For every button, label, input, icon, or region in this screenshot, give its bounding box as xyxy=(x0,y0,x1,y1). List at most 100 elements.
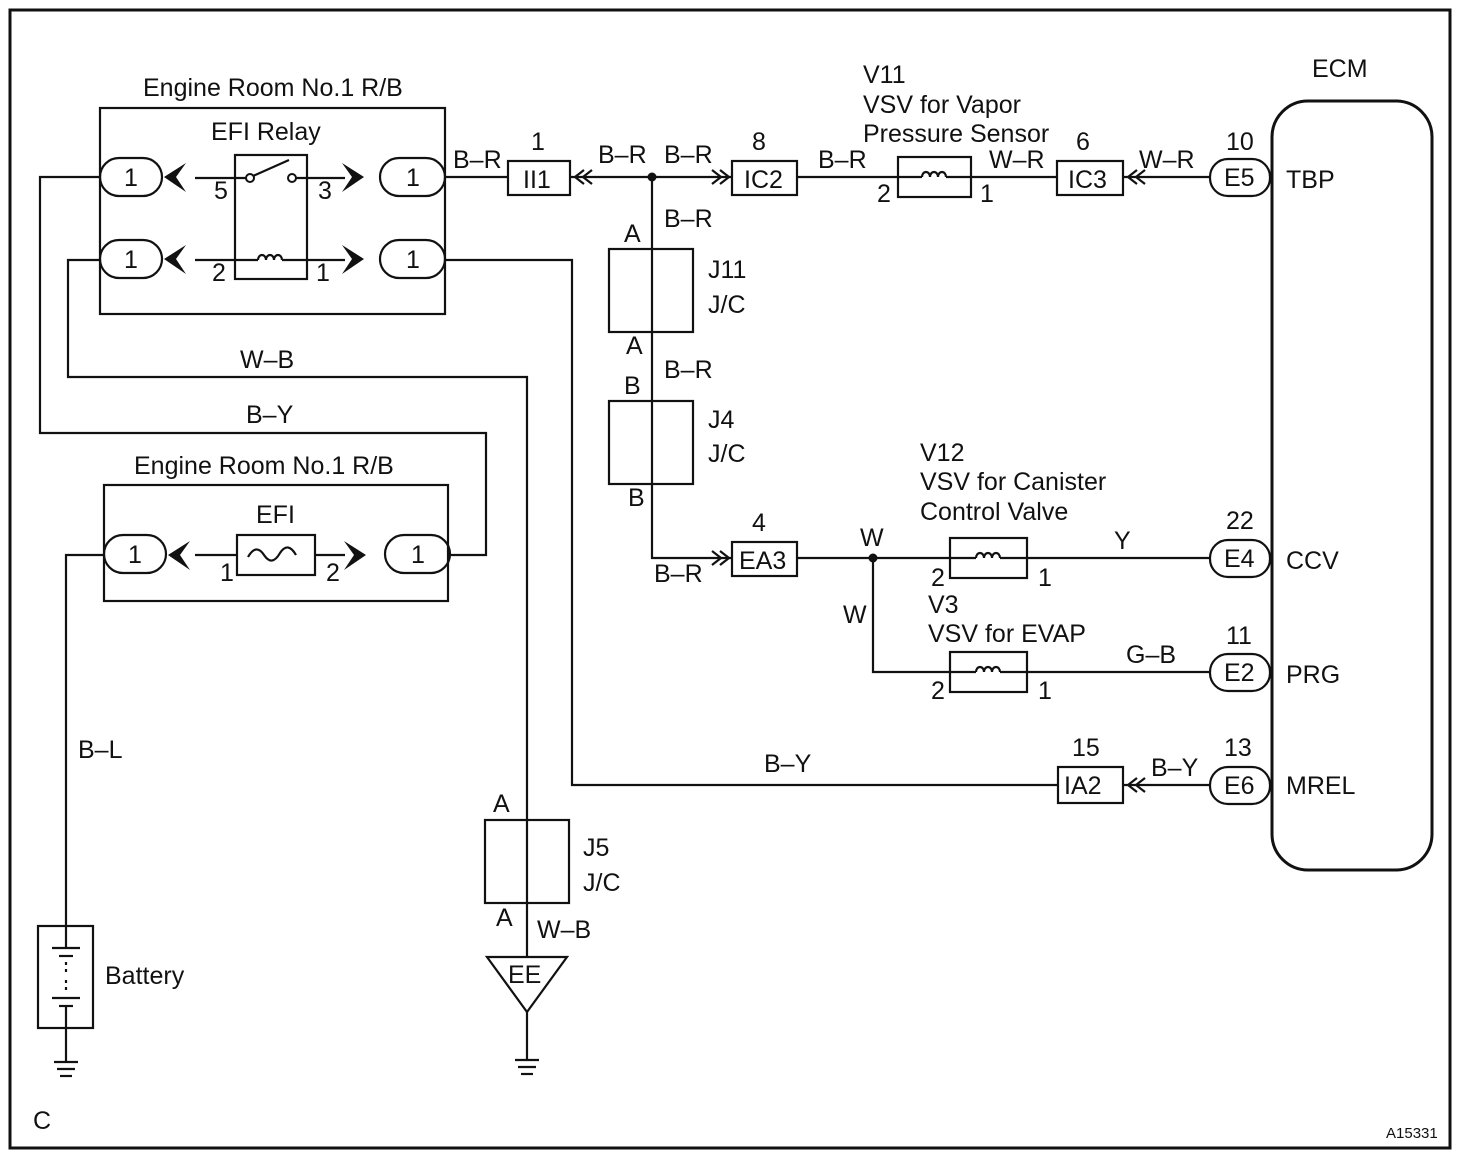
connector-ic2: 8 IC2 xyxy=(711,128,799,197)
ecm-terminal-code: E4 xyxy=(1224,545,1255,573)
rb-connector-number: 1 xyxy=(124,164,138,192)
ecm-signal: CCV xyxy=(1286,547,1339,575)
rb-connector-number: 1 xyxy=(124,246,138,274)
connector-pin: 4 xyxy=(752,509,766,537)
rb-connector-number: 1 xyxy=(406,164,420,192)
junction-pin: A xyxy=(496,904,513,932)
vsv-name: Control Valve xyxy=(920,498,1068,526)
ecm-pin: 22 xyxy=(1226,507,1254,535)
connector-ii1: 1 II1 xyxy=(506,128,593,197)
vsv-id: V11 xyxy=(863,61,906,89)
junction-dot xyxy=(868,553,878,563)
rb-connector-number: 1 xyxy=(128,541,142,569)
vsv-v12: V12 VSV for Canister Control Valve 2 1 xyxy=(920,439,1106,592)
wire-label: W–R xyxy=(989,146,1045,174)
ecm-pin: 11 xyxy=(1226,622,1252,650)
wire-label: W xyxy=(843,601,867,629)
ecm-signal: PRG xyxy=(1286,661,1340,689)
wire-label: B–R xyxy=(664,205,713,233)
wire-label: B–R xyxy=(664,356,713,384)
connector-label: IA2 xyxy=(1064,772,1102,800)
connector-label: IC3 xyxy=(1068,166,1107,194)
ground-icon xyxy=(54,1060,78,1078)
efi-relay xyxy=(233,153,309,281)
ee-ground-point: EE xyxy=(484,955,570,1014)
vsv-pin: 1 xyxy=(980,180,994,208)
junction-pin: A xyxy=(626,332,643,360)
wire-label: B–R xyxy=(664,141,713,169)
rb-connector-bl: 1 xyxy=(98,238,186,280)
relay-pin-5: 5 xyxy=(214,177,228,205)
junction-type: J/C xyxy=(708,291,746,319)
junction-j5: A A J5 J/C xyxy=(483,790,621,932)
relay-pin-2: 2 xyxy=(212,259,226,287)
relay-coil-icon xyxy=(195,253,345,262)
vsv-v3: V3 VSV for EVAP 2 1 xyxy=(928,591,1086,705)
wire-label: Y xyxy=(1114,527,1131,555)
rb-connector-number: 1 xyxy=(411,541,425,569)
rb-bottom-connector-left: 1 xyxy=(102,533,190,575)
figure-code: A15331 xyxy=(1386,1125,1438,1142)
connector-ic3: 6 IC3 xyxy=(1055,128,1146,197)
solenoid-coil-icon xyxy=(950,551,1027,560)
junction-type: J/C xyxy=(583,869,621,897)
battery-label: Battery xyxy=(105,962,185,990)
vsv-v11: V11 VSV for Vapor Pressure Sensor 2 1 xyxy=(863,61,1049,208)
wire-label: B–R xyxy=(654,560,703,588)
solenoid-coil-icon xyxy=(950,665,1027,674)
wire-label: B–R xyxy=(453,146,502,174)
fuse-pin-2: 2 xyxy=(326,559,340,587)
ecm-terminal-code: E5 xyxy=(1224,164,1255,192)
connector-pin: 8 xyxy=(752,128,766,156)
junction-pin: A xyxy=(624,220,641,248)
engine-room-rb-top: Engine Room No.1 R/B EFI Relay 5 3 2 1 1 xyxy=(98,74,447,316)
wire-color-labels: B–R B–R B–R B–R W–R W–R B–R B–R B–R W–B … xyxy=(78,141,1199,944)
ecm-pin: 10 xyxy=(1226,128,1254,156)
wire-label: B–L xyxy=(78,736,123,764)
vsv-id: V3 xyxy=(928,591,959,619)
vsv-pin: 2 xyxy=(931,677,945,705)
ecm-signal: MREL xyxy=(1286,772,1356,800)
junction-pin: B xyxy=(628,484,645,512)
rb-bottom-connector-right: 1 xyxy=(344,533,452,575)
rb-connector-number: 1 xyxy=(406,246,420,274)
wire-lines xyxy=(38,175,1210,1062)
rb-connector-tl: 1 xyxy=(98,156,186,198)
vsv-pin: 1 xyxy=(1038,677,1052,705)
vsv-pin: 2 xyxy=(877,180,891,208)
junction-id: J5 xyxy=(583,834,609,862)
vsv-name: Pressure Sensor xyxy=(863,120,1049,148)
fuse-icon xyxy=(195,533,345,577)
wire-label: B–Y xyxy=(764,750,812,778)
wire-label: B–R xyxy=(818,146,867,174)
vsv-pin: 1 xyxy=(1038,564,1052,592)
fuse-pin-1: 1 xyxy=(220,559,234,587)
rb-bottom-title: Engine Room No.1 R/B xyxy=(134,452,394,480)
wire-label: B–Y xyxy=(246,401,294,429)
wire-label: W xyxy=(860,524,884,552)
connector-pin: 15 xyxy=(1072,734,1100,762)
connector-pin: 6 xyxy=(1076,128,1090,156)
connector-pin: 1 xyxy=(531,128,545,156)
solenoid-coil-icon xyxy=(898,170,971,179)
junction-id: J4 xyxy=(708,406,735,434)
wire-label: B–R xyxy=(598,141,647,169)
vsv-id: V12 xyxy=(920,439,964,467)
efi-fuse-label: EFI xyxy=(256,501,295,529)
vsv-pin: 2 xyxy=(931,564,945,592)
engine-room-rb-bottom: Engine Room No.1 R/B EFI 1 2 1 1 xyxy=(102,452,452,603)
junction-pin: A xyxy=(493,790,510,818)
relay-switch-icon xyxy=(195,158,345,183)
vsv-name: VSV for Canister xyxy=(920,468,1106,496)
battery-cell-icon xyxy=(52,926,80,1028)
ecm-pin: 13 xyxy=(1224,734,1252,762)
ecm-terminal-mrel: 13 E6 MREL xyxy=(1208,734,1356,806)
ecm-terminal-tbp: 10 E5 TBP xyxy=(1208,128,1335,198)
ecm-title: ECM xyxy=(1312,55,1368,83)
connector-ea3: 4 EA3 xyxy=(711,509,799,578)
wire-label: W–B xyxy=(537,916,591,944)
ecm-terminal-prg: 11 E2 PRG xyxy=(1208,622,1340,693)
connector-label: IC2 xyxy=(744,166,783,194)
junction-dot xyxy=(647,172,657,182)
